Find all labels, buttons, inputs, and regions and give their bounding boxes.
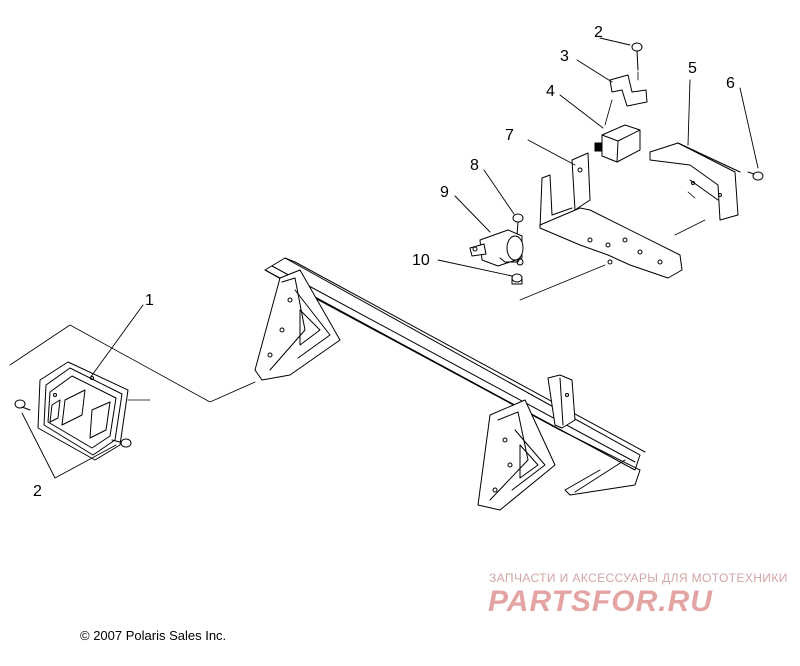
part-10-nut: [511, 273, 523, 285]
callout-2-top: 2: [594, 24, 603, 41]
part-4-relay: [594, 124, 641, 163]
part-2-screw-top: [631, 42, 643, 71]
callout-8: 8: [470, 157, 479, 174]
callout-1: 1: [145, 292, 154, 309]
callout-2-bottom: 2: [33, 483, 42, 500]
left-frame-bracket: [254, 269, 341, 381]
assembly-guide-lines: [9, 71, 706, 403]
part-9-solenoid: [469, 229, 524, 267]
part-7-mounting-plate: [539, 152, 683, 279]
part-1-cover: [37, 361, 129, 461]
upright-tab: [547, 374, 576, 429]
callout-4: 4: [546, 83, 555, 100]
right-frame-bracket: [477, 399, 556, 511]
part-5-shield: [649, 142, 741, 221]
copyright-text: © 2007 Polaris Sales Inc.: [80, 628, 227, 643]
frame-rail: [264, 257, 646, 496]
part-2-screw-left: [14, 399, 31, 411]
part-2-screw-right: [111, 438, 132, 448]
callout-9: 9: [440, 184, 449, 201]
callout-7: 7: [505, 127, 514, 144]
part-6-screw: [747, 171, 764, 181]
leader-lines: [21, 37, 759, 479]
callout-labels: 1 2 3 4 5 6 7 8 9 10 2: [33, 24, 735, 500]
callout-10: 10: [412, 252, 430, 269]
watermark-logo: PARTSFOR.RU: [488, 585, 713, 618]
callout-3: 3: [560, 48, 569, 65]
watermark-tagline: ЗАПЧАСТИ И АКСЕССУАРЫ ДЛЯ МОТОТЕХНИКИ: [489, 571, 788, 585]
callout-6: 6: [726, 75, 735, 92]
part-3-clamp: [609, 74, 648, 107]
callout-5: 5: [688, 60, 697, 77]
